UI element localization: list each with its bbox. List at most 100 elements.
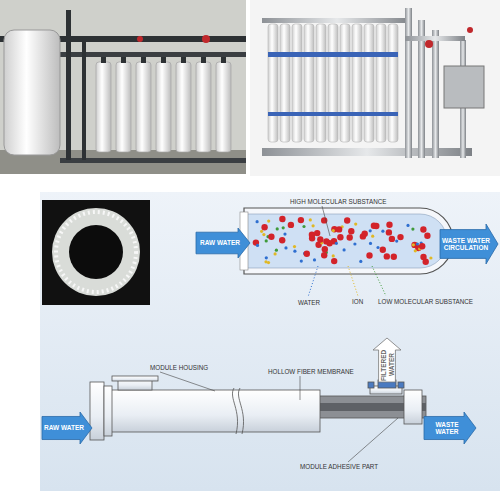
particle [348,228,354,234]
flow-label: WASTE WATER [424,421,476,436]
particle [300,260,303,263]
particle [343,248,346,251]
part-label: MODULE ADHESIVE PART [300,463,378,470]
part-label: WATER [298,299,320,306]
particle [261,224,267,230]
particle [331,258,337,264]
particle [279,237,285,243]
particle [371,235,374,238]
particle [362,231,368,237]
particle [265,239,268,242]
particle [321,252,327,258]
particle [406,224,409,227]
particle [264,260,267,263]
particle [420,254,426,260]
particle [293,250,296,253]
particle [265,256,268,259]
particle [376,246,379,249]
particle [420,226,426,232]
flow-arrow: RAW WATER [42,412,92,444]
particle [262,233,265,236]
arrow-outline [42,412,92,444]
particle [332,229,335,232]
part-label: ION [352,298,363,305]
particle [347,234,353,240]
part-label: MODULE HOUSING [150,364,208,371]
particle [366,252,372,258]
part-label: HIGH MOLECULAR SUBSTANCE [290,198,386,205]
particle [304,251,310,257]
particle [282,226,285,229]
particle [344,217,350,223]
particle [322,246,328,252]
flow-arrow: RAW WATER [196,228,250,258]
particle [332,254,335,257]
particle [359,260,362,263]
flow-arrow: WASTE WATER CIRCULATION [440,224,498,264]
particle [424,233,430,239]
photo-left [0,0,246,174]
particle [317,236,323,242]
particle [313,258,316,261]
particle [414,249,417,252]
flow-label: FILTERED WATER [380,348,395,382]
particle [369,242,372,245]
particle [416,242,419,245]
arrow-outline [440,224,498,264]
particle [335,242,338,245]
particle [381,230,384,233]
particle [267,220,270,223]
particle [288,222,294,228]
particle [429,256,432,259]
particle [274,252,277,255]
particle [369,229,372,232]
particle [323,238,329,244]
photo-right [250,0,500,176]
particle [337,234,343,240]
particle [336,226,342,232]
particle [298,217,304,223]
particle [312,224,315,227]
particle [380,247,386,253]
particle [411,228,414,231]
particle [256,220,259,223]
background-panel [40,192,500,491]
particle [419,243,425,249]
particle [353,242,356,245]
particle [275,249,278,252]
particle [260,230,263,233]
particle [391,254,397,260]
module-drawing [90,372,426,462]
flow-label: RAW WATER [198,239,248,247]
particle [276,227,279,230]
particle [389,236,395,242]
particle [293,245,296,248]
leader-lines [308,206,386,297]
flow-arrow: WASTE WATER [424,412,476,444]
arrow-outline [424,412,476,444]
fiber-photo [42,200,150,305]
arrow-outline [196,228,250,258]
part-label: HOLLOW FIBER MEMBRANE [268,368,354,375]
flow-label: RAW WATER [42,424,92,432]
particle [386,222,392,228]
hollow-fiber-tube [240,208,453,274]
particle [386,229,392,235]
particle [268,234,274,240]
flow-label: WASTE WATER CIRCULATION [440,237,498,252]
particle [395,240,398,243]
particle [302,225,305,228]
particle [371,223,377,229]
arrow-outline [373,338,401,382]
flow-arrow: FILTERED WATER [373,338,401,382]
particle [279,216,285,222]
particle [412,243,415,246]
particle [283,233,286,236]
particle [384,253,390,259]
particle [314,230,320,236]
particle [284,246,287,249]
particle [397,234,403,240]
particle [256,244,259,247]
particle [354,223,357,226]
